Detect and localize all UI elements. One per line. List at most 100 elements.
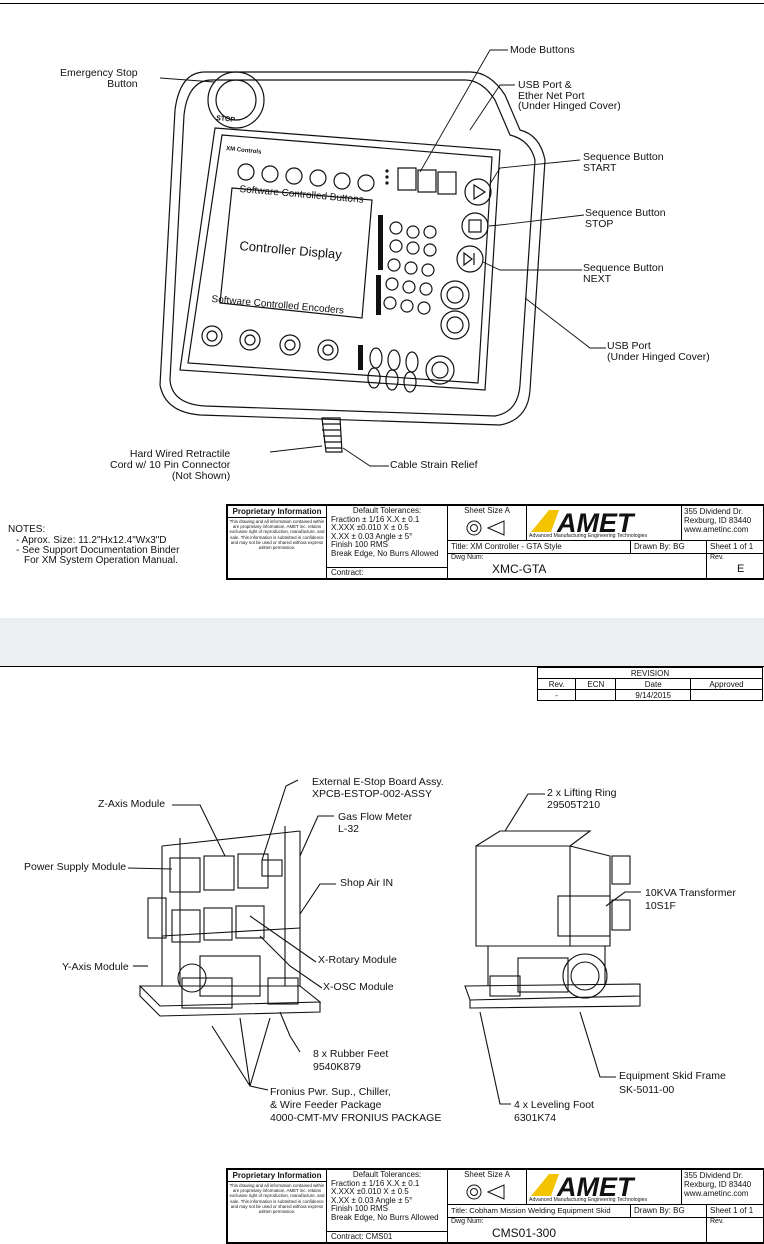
- address-line-1-2: 355 Dividend Dr.: [684, 1171, 744, 1180]
- address-line-3-2: www.ametinc.com: [684, 1189, 749, 1198]
- dwg-num-label: Dwg Num:: [451, 554, 484, 561]
- address-line-1: 355 Dividend Dr.: [684, 507, 744, 516]
- dwg-num-label-2: Dwg Num:: [451, 1218, 484, 1225]
- tolerance-line-3: X.XX ± 0.03 Angle ± 5°: [331, 531, 413, 541]
- page-top-border: [0, 3, 764, 4]
- label-lifting-ring: 2 x Lifting Ring 29505T210: [547, 787, 617, 811]
- proprietary-text-2: This drawing and all information contain…: [229, 1183, 325, 1215]
- label-y-axis: Y-Axis Module: [62, 961, 129, 973]
- address-box-2: 355 Dividend Dr. Rexburg, ID 83440 www.a…: [681, 1169, 764, 1205]
- title-field: Title: XM Controller - GTA Style: [447, 540, 631, 554]
- address-line-3: www.ametinc.com: [684, 525, 749, 534]
- label-gas-flow: Gas Flow Meter L-32: [338, 811, 413, 835]
- rev-cell-rev: -: [536, 689, 577, 701]
- sheet-size-box: Sheet Size A: [447, 505, 527, 541]
- label-fronius: Fronius Pwr. Sup., Chiller, & Wire Feede…: [270, 1086, 442, 1124]
- rev-label: Rev.: [710, 554, 724, 561]
- logo-subtitle: Advanced Manufacturing Engineering Techn…: [529, 533, 648, 539]
- rev-cell-date: 9/14/2015: [615, 689, 691, 701]
- label-seq-start: Sequence Button START: [583, 151, 664, 174]
- projection-symbol-icon: [466, 520, 505, 536]
- dwg-num-field-2: Dwg Num: CMS01-300: [447, 1217, 707, 1243]
- notes-line-3: For XM System Operation Manual.: [24, 555, 178, 566]
- proprietary-box-2: Proprietary Information This drawing and…: [227, 1169, 327, 1243]
- contract-field-2: Contract: CMS01: [327, 1231, 447, 1242]
- tolerance-line-3-2: X.XX ± 0.03 Angle ± 5°: [331, 1195, 413, 1205]
- proprietary-box: Proprietary Information This drawing and…: [227, 505, 327, 579]
- brand-mark: XM Controls: [226, 146, 262, 156]
- title-block-2: Proprietary Information This drawing and…: [226, 1168, 764, 1244]
- title-field-2: Title: Cobham Mission Welding Equipment …: [447, 1204, 631, 1218]
- estop-stop-text: STOP: [216, 115, 236, 124]
- rev-label-2: Rev.: [710, 1218, 724, 1225]
- page-gap: [0, 618, 764, 666]
- tolerance-line-2-2: X.XXX ±0.010 X ± 0.5: [331, 1187, 409, 1196]
- notes-line-2: - See Support Documentation Binder: [16, 545, 180, 556]
- label-x-rotary: X-Rotary Module: [318, 954, 397, 966]
- sheet-field: Sheet 1 of 1: [706, 540, 764, 554]
- drawing-page-2: REVISION Rev. ECN Date Approved - 9/14/2…: [0, 666, 764, 1244]
- sheet-field-2: Sheet 1 of 1: [706, 1204, 764, 1218]
- tolerances-box-2: Default Tolerances: Fraction ± 1/16 X.X …: [326, 1169, 448, 1243]
- sheet-size-box-2: Sheet Size A: [447, 1169, 527, 1205]
- rev-cell-approved: [689, 689, 764, 701]
- rev-field-2: Rev.: [706, 1217, 764, 1243]
- label-seq-next: Sequence Button NEXT: [583, 262, 664, 285]
- notes-title: NOTES:: [8, 524, 46, 535]
- label-transformer: 10KVA Transformer 10S1F: [645, 887, 736, 912]
- logo-text-2: AMET: [556, 1172, 636, 1202]
- label-z-axis: Z-Axis Module: [98, 798, 166, 810]
- tolerances-box: Default Tolerances: Fraction ± 1/16 X.X …: [326, 505, 448, 579]
- label-usb-port: USB Port (Under Hinged Cover): [607, 340, 710, 363]
- address-line-2-2: Rexburg, ID 83440: [684, 1180, 752, 1189]
- rev-field: Rev. E: [706, 553, 764, 579]
- label-x-osc: X-OSC Module: [323, 981, 394, 993]
- controller-drawing: STOP XM Controls: [159, 49, 606, 467]
- label-estop-board: External E-Stop Board Assy. XPCB-ESTOP-0…: [312, 776, 444, 800]
- finish-text: Finish 100 RMS: [331, 540, 388, 549]
- tolerance-line-1-2: Fraction ± 1/16 X.X ± 0.1: [331, 1178, 420, 1188]
- tolerances-title-2: Default Tolerances:: [352, 1170, 422, 1179]
- label-shop-air: Shop Air IN: [340, 877, 394, 889]
- finish-text-2: Finish 100 RMS: [331, 1204, 388, 1213]
- label-usb-ethernet: USB Port & Ether Net Port (Under Hinged …: [518, 79, 621, 112]
- rev-value: E: [737, 563, 745, 575]
- label-skid-frame: Equipment Skid Frame SK-5011-00: [619, 1070, 726, 1096]
- logo-text: AMET: [556, 508, 636, 538]
- dwg-num-value: XMC-GTA: [492, 562, 547, 576]
- drawing-page-1: STOP XM Controls Emergency Stop Button M…: [0, 0, 764, 618]
- drawn-by-field-2: Drawn By: BG: [630, 1204, 707, 1218]
- label-leveling-foot: 4 x Leveling Foot 6301K74: [514, 1099, 594, 1124]
- amet-logo-icon-2: AMET: [531, 1172, 636, 1202]
- amet-logo-icon: AMET: [531, 508, 636, 538]
- label-mode-buttons: Mode Buttons: [510, 44, 575, 56]
- tolerance-line-2: X.XXX ±0.010 X ± 0.5: [331, 523, 409, 532]
- logo-subtitle-2: Advanced Manufacturing Engineering Techn…: [529, 1197, 648, 1203]
- contract-field: Contract:: [327, 567, 447, 578]
- label-estop: Emergency Stop Button: [60, 67, 138, 90]
- tolerances-title: Default Tolerances:: [352, 506, 422, 515]
- dwg-num-field: Dwg Num: XMC-GTA: [447, 553, 707, 579]
- label-power-supply: Power Supply Module: [24, 861, 127, 873]
- proprietary-text: This drawing and all information contain…: [229, 519, 325, 551]
- notes-line-1: - Aprox. Size: 11.2"Hx12.4"Wx3"D: [16, 535, 167, 546]
- label-seq-stop: Sequence Button STOP: [585, 207, 666, 230]
- proprietary-title: Proprietary Information: [228, 506, 326, 518]
- rev-cell-ecn: [575, 689, 617, 701]
- amet-logo: AMET Advanced Manufacturing Engineering …: [526, 505, 682, 541]
- title-block-1: Proprietary Information This drawing and…: [226, 504, 764, 580]
- label-rubber-feet: 8 x Rubber Feet 9540K879: [313, 1048, 389, 1073]
- revision-table: REVISION Rev. ECN Date Approved - 9/14/2…: [536, 667, 764, 701]
- break-edge-text-2: Break Edge, No Burrs Allowed: [331, 1212, 439, 1222]
- break-edge-text: Break Edge, No Burrs Allowed: [331, 548, 439, 558]
- drawn-by-field: Drawn By: BG: [630, 540, 707, 554]
- address-box: 355 Dividend Dr. Rexburg, ID 83440 www.a…: [681, 505, 764, 541]
- sheet-size-label: Sheet Size A: [464, 506, 510, 515]
- skid-drawing: [127, 779, 641, 1105]
- address-line-2: Rexburg, ID 83440: [684, 516, 752, 525]
- label-strain-relief: Cable Strain Relief: [390, 459, 478, 471]
- page-top-border-2: [0, 666, 764, 667]
- proprietary-title-2: Proprietary Information: [228, 1170, 326, 1182]
- tolerance-line-1: Fraction ± 1/16 X.X ± 0.1: [331, 514, 420, 524]
- dwg-num-value-2: CMS01-300: [492, 1226, 557, 1240]
